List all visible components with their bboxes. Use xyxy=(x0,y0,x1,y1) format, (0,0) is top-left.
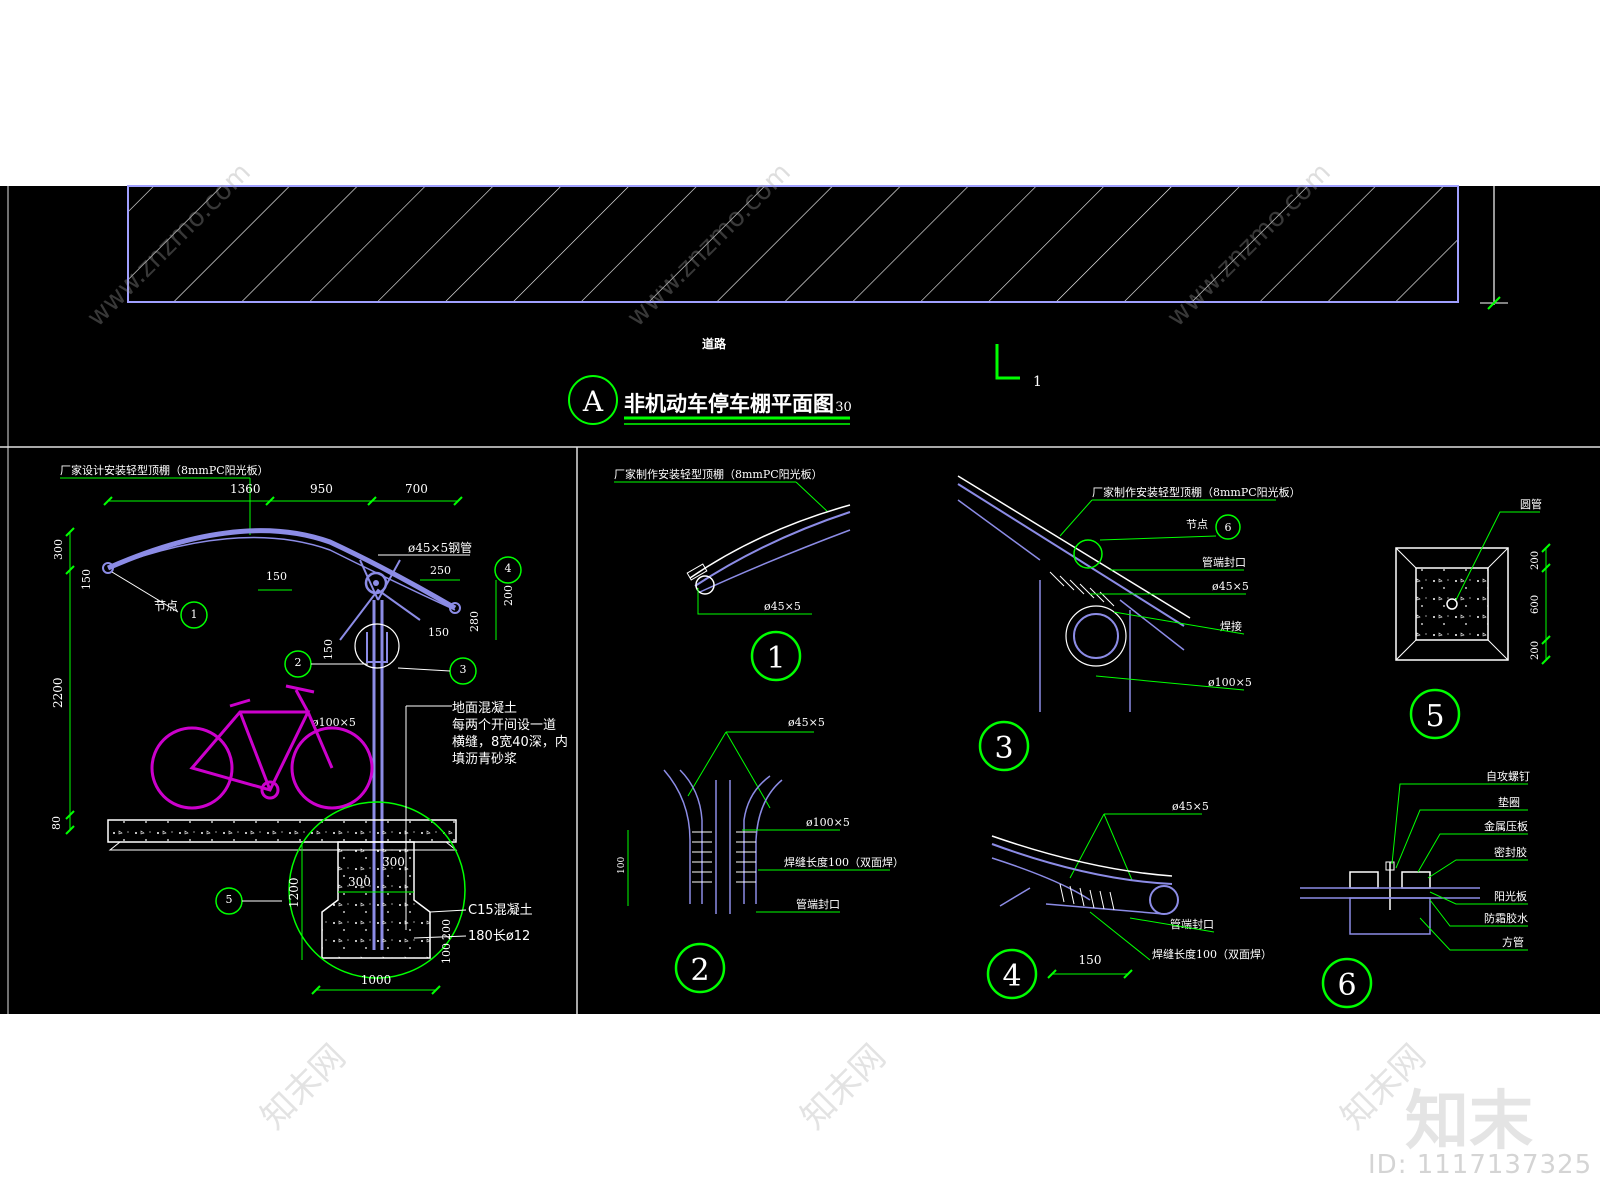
dim-950: 950 xyxy=(310,482,333,496)
plan-scale: 1：30 xyxy=(814,400,852,415)
d5-pipe: 圆管 xyxy=(1520,497,1542,511)
d2-number: 2 xyxy=(690,953,709,988)
d4-dim: 150 xyxy=(1079,953,1102,967)
plan-title: 非机动车停车棚平面图 xyxy=(624,391,834,416)
dim-300-a: 300 xyxy=(348,875,371,889)
dim-150-b: 150 xyxy=(428,626,449,639)
rebar-label: 180长ø12 xyxy=(468,929,530,944)
watermark-logo: 知末 xyxy=(1405,1085,1533,1159)
d4-weld: 焊缝长度100（双面焊） xyxy=(1152,947,1272,961)
node-label: 节点 xyxy=(154,599,178,613)
drawing-background xyxy=(0,186,1600,1014)
canopy-roof xyxy=(106,528,457,611)
ground-slab xyxy=(107,819,457,843)
d3-number: 3 xyxy=(994,731,1013,766)
dim-300: 300 xyxy=(52,539,65,560)
dim-100-footing: 100 xyxy=(440,943,453,964)
d6-label-4: 密封胶 xyxy=(1494,845,1527,859)
watermark-id: ID: 1117137325 xyxy=(1368,1150,1593,1180)
section-mark-number: 1 xyxy=(1033,374,1042,390)
dim-150-left: 150 xyxy=(80,569,93,590)
d3-pipe45: ø45×5 xyxy=(1212,580,1249,593)
d6-number: 6 xyxy=(1337,968,1356,1003)
dim-700: 700 xyxy=(405,482,428,496)
d2-dim: 100 xyxy=(617,857,627,874)
detail-1: 厂家制作安装轻型顶棚（8mmPC阳光板） ø45×5 1 xyxy=(614,467,851,682)
plan-marker: A xyxy=(582,385,604,418)
dim-150-roof: 150 xyxy=(266,570,287,583)
callout-3: 3 xyxy=(460,663,467,676)
elev-roof-note: 厂家设计安装轻型顶棚（8mmPC阳光板） xyxy=(60,463,269,477)
detail-2: ø45×5 ø100×5 焊缝长度100（双面焊） 管端封口 100 2 xyxy=(617,716,904,994)
d5-dim-3: 200 xyxy=(1530,641,1541,660)
d5-number: 5 xyxy=(1425,699,1444,734)
d3-weld: 焊接 xyxy=(1220,619,1242,633)
callout-1: 1 xyxy=(191,608,198,621)
dim-150-c: 150 xyxy=(322,639,335,660)
detail-6: 自攻螺钉 垫圈 金属压板 密封胶 阳光板 防霜胶水 方管 6 xyxy=(1300,769,1530,1009)
callout-4: 4 xyxy=(505,562,512,575)
dim-250: 250 xyxy=(430,564,451,577)
d3-node-ref: 6 xyxy=(1225,521,1232,534)
bicycle-icon xyxy=(150,684,374,810)
d3-node: 节点 xyxy=(1186,518,1208,531)
d6-label-3: 金属压板 xyxy=(1484,819,1528,833)
ground-note-4: 填沥青砂浆 xyxy=(452,752,517,767)
shelter-elevation: 厂家设计安装轻型顶棚（8mmPC阳光板） 1360 950 700 300 22… xyxy=(50,463,568,995)
c15-label: C15混凝土 xyxy=(468,902,533,918)
footing xyxy=(321,841,431,959)
d3-pipe100: ø100×5 xyxy=(1208,676,1252,689)
d4-number: 4 xyxy=(1002,959,1021,994)
d2-pipe100: ø100×5 xyxy=(806,816,850,829)
d6-label-5: 阳光板 xyxy=(1494,889,1527,903)
d6-label-2: 垫圈 xyxy=(1498,795,1520,809)
d1-pipe: ø45×5 xyxy=(764,600,801,613)
dim-80: 80 xyxy=(50,816,63,830)
callout-2: 2 xyxy=(295,656,302,669)
d5-dim-2: 600 xyxy=(1530,595,1541,614)
d4-pipe45: ø45×5 xyxy=(1172,800,1209,813)
d1-number: 1 xyxy=(766,641,785,676)
dim-200: 200 xyxy=(502,585,515,606)
detail-4: ø45×5 管端封口 焊缝长度100（双面焊） 150 4 xyxy=(986,800,1272,1000)
d6-label-6: 防霜胶水 xyxy=(1484,911,1528,925)
d6-label-1: 自攻螺钉 xyxy=(1486,769,1530,783)
d2-cap: 管端封口 xyxy=(796,897,840,911)
d5-dim-1: 200 xyxy=(1530,551,1541,570)
dim-200-footing: 200 xyxy=(440,919,453,940)
d2-pipe45: ø45×5 xyxy=(788,716,825,729)
d3-cap: 管端封口 xyxy=(1202,555,1246,569)
dim-2200: 2200 xyxy=(51,677,65,708)
section-mark xyxy=(995,344,1020,380)
detail-5: 圆管 200 600 200 5 xyxy=(1395,497,1551,740)
dim-1000: 1000 xyxy=(361,973,392,987)
pipe100-label: ø100×5 xyxy=(312,716,356,729)
ground-note-3: 横缝，8宽40深，内 xyxy=(452,734,568,750)
callout-5: 5 xyxy=(226,893,233,906)
hatched-shelter-roof xyxy=(127,185,1459,303)
dim-300-b: 300 xyxy=(382,855,405,869)
dim-1200: 1200 xyxy=(287,877,301,908)
d6-label-7: 方管 xyxy=(1502,935,1524,949)
d3-note: 厂家制作安装轻型顶棚（8mmPC阳光板） xyxy=(1092,485,1301,499)
dim-280: 280 xyxy=(468,611,481,632)
d4-cap: 管端封口 xyxy=(1170,917,1214,931)
detail-3: 厂家制作安装轻型顶棚（8mmPC阳光板） 节点 6 管端封口 ø45×5 焊接 … xyxy=(957,475,1301,772)
plan-marker-circle xyxy=(568,375,618,425)
dim-1360: 1360 xyxy=(230,482,261,496)
plan-view: 道路 1 A 非机动车停车棚平面图 1：30 xyxy=(127,185,1508,425)
ground-note-1: 地面混凝土 xyxy=(452,700,517,716)
steel-pipe-label: ø45×5钢管 xyxy=(408,540,472,555)
d1-note: 厂家制作安装轻型顶棚（8mmPC阳光板） xyxy=(614,467,823,481)
d2-weld: 焊缝长度100（双面焊） xyxy=(784,855,904,869)
road-label: 道路 xyxy=(702,336,727,351)
ground-note-2: 每两个开间设一道 xyxy=(452,717,556,733)
